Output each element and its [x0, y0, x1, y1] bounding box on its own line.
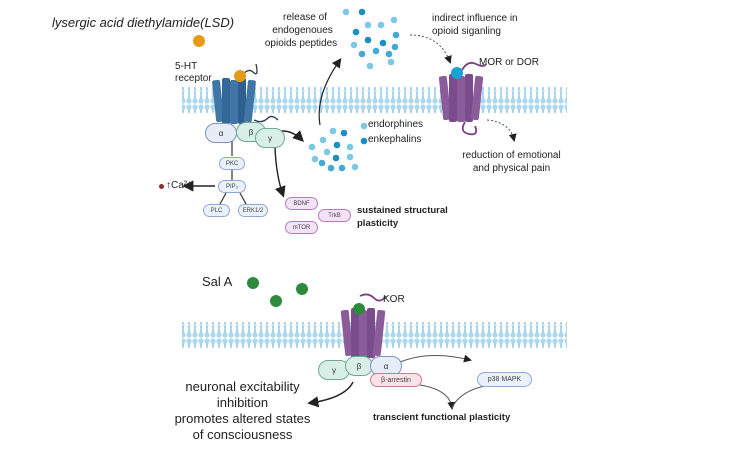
effect-label-line4: of consciousness	[192, 427, 293, 442]
sal-a-molecule	[247, 277, 259, 289]
endorphines-label: endorphines	[368, 119, 424, 130]
arrestin-plasticity-arrow	[419, 384, 456, 410]
release-label-line3: opioids peptides	[264, 38, 338, 49]
peptide-cluster-upper	[342, 8, 400, 70]
effect-arrow	[307, 381, 354, 408]
bdnf-node: BDNF	[285, 197, 318, 210]
enkephalins-legend-dot	[360, 137, 368, 145]
effect-label-line3: promotes altered states	[174, 411, 311, 426]
5ht-receptor-label-line2: receptor	[175, 73, 212, 84]
peptide-cluster-lower	[308, 127, 359, 172]
outcome-label-line2: and physical pain	[472, 163, 551, 174]
p38-mapk-node: p38 MAPK	[477, 372, 532, 387]
opioid-bound-icon	[451, 67, 463, 79]
5ht-receptor-label-line1: 5-HT	[175, 61, 198, 72]
influence-label-line2: opioid siganling	[432, 26, 501, 37]
endorphines-legend-dot	[360, 122, 368, 130]
mor-dor-receptor-icon	[438, 61, 487, 136]
g-gamma-subunit: γ	[255, 128, 285, 148]
mapk-arrow	[399, 354, 472, 363]
mtor-node: mTOR	[285, 221, 318, 234]
lsd-label: lysergic acid diethylamide(LSD)	[52, 15, 235, 30]
mor-dor-label: MOR or DOR	[479, 57, 539, 68]
release-label-line2: endogenoues	[272, 25, 333, 36]
calcium-dot-icon	[159, 184, 164, 189]
trkb-node: TrkB	[318, 209, 351, 222]
influence-arrow	[409, 34, 452, 64]
sal-a-molecule	[296, 283, 308, 295]
effect-label-line2: inhibition	[216, 395, 269, 410]
sal-a-label: Sal A	[202, 274, 233, 289]
outcome-arrow	[486, 119, 517, 142]
plc-node: PLC	[203, 204, 230, 217]
structural-plasticity-label-line2: plasticity	[357, 218, 399, 229]
functional-plasticity-label: transcient functional plasticity	[373, 412, 511, 423]
plasticity-arrow	[274, 146, 286, 198]
kor-label: KOR	[383, 294, 405, 305]
effect-label-line1: neuronal excitability	[185, 379, 300, 394]
release-arrow	[318, 58, 342, 126]
g-alpha-subunit: α	[205, 123, 237, 143]
lsd-bound-icon	[234, 70, 246, 82]
kor-receptor-icon	[340, 293, 387, 358]
lsd-molecule	[193, 35, 205, 47]
sal-a-molecule	[270, 295, 282, 307]
calcium-label: ↑Ca²⁺	[166, 180, 193, 191]
arrestin-node: β-arrestin	[370, 373, 422, 387]
mapk-plasticity-arrow	[451, 384, 491, 409]
influence-label-line1: indirect influence in	[432, 13, 518, 24]
5ht-receptor-icon	[212, 63, 279, 124]
enkephalins-label: enkephalins	[368, 134, 422, 145]
outcome-label-line1: reduction of emotional	[462, 150, 561, 161]
structural-plasticity-label-line1: sustained structural	[357, 205, 448, 216]
pip-node: PIP₃	[218, 180, 246, 193]
pkc-node: PKC	[219, 157, 245, 170]
release-label-line1: release of	[283, 12, 327, 23]
g-beta-subunit-bottom: β	[345, 356, 373, 376]
erk-node: ERK1/2	[238, 204, 268, 217]
sal-a-bound-icon	[353, 303, 365, 315]
